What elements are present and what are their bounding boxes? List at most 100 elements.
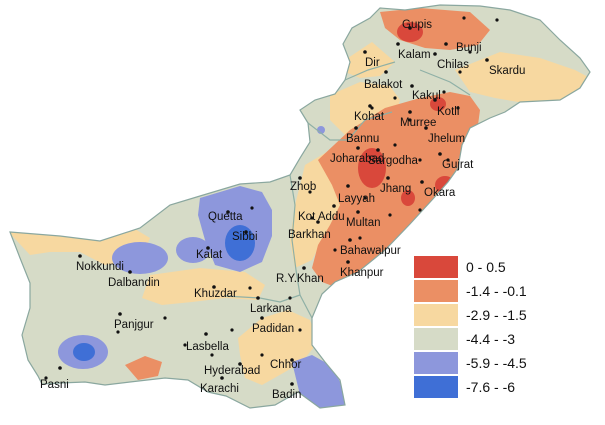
city-layyah: Layyah: [338, 184, 375, 205]
city-dot: [220, 376, 224, 380]
city-label: Panjgur: [114, 319, 154, 331]
legend-swatch: [414, 256, 458, 278]
city-label: Larkana: [250, 303, 292, 315]
city-label: Zhob: [290, 181, 316, 193]
city-bahawalpur: Bahawalpur: [340, 238, 401, 257]
city-dot: [410, 84, 414, 88]
city-kot-addu: Kot Addu: [298, 204, 345, 223]
legend-swatch: [414, 352, 458, 374]
city-dot: [206, 246, 210, 250]
sargodha-red-spot: [358, 148, 386, 188]
city-dot: [260, 316, 264, 320]
legend-swatch: [414, 376, 458, 398]
city-murree: Murree: [400, 110, 436, 129]
city-dir: Dir: [363, 50, 380, 69]
city-dot: [346, 184, 350, 188]
city-label: Chilas: [437, 59, 469, 71]
punjab-orange-region: [312, 92, 480, 288]
city-khanpur: Khanpur: [340, 260, 384, 279]
city-dot: [376, 148, 380, 152]
city-label: Dir: [365, 57, 380, 69]
city-dot: [302, 266, 306, 270]
city-label: Kot Addu: [298, 211, 345, 223]
city-dot: [244, 230, 248, 234]
city-larkana: Larkana: [250, 296, 292, 315]
city-zhob: Zhob: [290, 176, 316, 193]
north-light-orange-band: [345, 42, 395, 78]
city-label: Balakot: [364, 79, 403, 91]
city-dot: [363, 50, 367, 54]
city-skardu: Skardu: [485, 58, 525, 77]
city-dot: [354, 126, 358, 130]
legend-label: -7.6 - -6: [466, 379, 515, 395]
legend-swatch: [414, 304, 458, 326]
city-dot: [128, 270, 132, 274]
city-bannu: Bannu: [346, 126, 379, 145]
city-sibbi: Sibbi: [232, 230, 258, 243]
city-dot: [433, 52, 437, 56]
city-label: Dalbandin: [108, 277, 160, 289]
city-label: Sargodha: [368, 155, 418, 167]
city-dot: [348, 238, 352, 242]
city-kohat: Kohat: [354, 104, 385, 123]
city-khuzdar: Khuzdar: [194, 285, 237, 300]
city-pasni: Pasni: [40, 366, 69, 391]
city-label: Layyah: [338, 193, 375, 205]
city-jhang: Jhang: [380, 176, 411, 195]
city-dot: [408, 110, 412, 114]
city-label: Kalat: [196, 249, 223, 261]
northeast-light-orange-region: [455, 52, 590, 104]
city-label: Khuzdar: [194, 288, 237, 300]
city-badin: Badin: [272, 382, 301, 401]
city-dot: [368, 104, 372, 108]
legend-label: -1.4 - -0.1: [466, 283, 527, 299]
city-label: Kotli: [437, 106, 459, 118]
city-dot: [346, 260, 350, 264]
city-label: Sibbi: [232, 231, 258, 243]
city-dot: [438, 152, 442, 156]
city-dot: [444, 42, 448, 46]
legend-swatch: [414, 280, 458, 302]
city-label: Hyderabad: [204, 365, 260, 377]
city-label: Lasbella: [186, 341, 229, 353]
city-label: Jhelum: [428, 133, 465, 145]
city-multan: Multan: [346, 210, 381, 229]
city-dot: [298, 176, 302, 180]
city-dot: [396, 42, 400, 46]
city-sargodha: Sargodha: [368, 148, 418, 167]
city-label: Murree: [400, 117, 436, 129]
city-dot: [420, 180, 424, 184]
legend: 0 - 0.5-1.4 - -0.1-2.9 - -1.5-4.4 - -3-5…: [411, 252, 569, 406]
city-panjgur: Panjgur: [114, 312, 154, 331]
country-outline: [9, 4, 591, 409]
city-label: Badin: [272, 389, 301, 401]
city-label: Barkhan: [288, 229, 331, 241]
city-gupis: Gupis: [402, 19, 432, 31]
city-quetta: Quetta: [208, 210, 243, 223]
city-label: Nokkundi: [76, 261, 124, 273]
legend-label: -4.4 - -3: [466, 331, 515, 347]
city-barkhan: Barkhan: [288, 220, 331, 241]
city-dot: [386, 176, 390, 180]
city-gujrat: Gujrat: [438, 152, 474, 171]
city-label: Padidan: [252, 323, 294, 335]
city-dot: [290, 382, 294, 386]
city-label: Skardu: [489, 65, 525, 77]
city-label: Bunji: [456, 42, 482, 54]
city-dot: [256, 296, 260, 300]
city-dot: [78, 254, 82, 258]
city-dot: [238, 362, 242, 366]
city-label: R.Y.Khan: [276, 273, 324, 285]
city-dot: [356, 146, 360, 150]
city-label: Khanpur: [340, 267, 384, 279]
city-label: Kalam: [398, 49, 431, 61]
city-dot: [424, 126, 428, 130]
city-bunji: Bunji: [444, 42, 482, 54]
city-dot: [316, 220, 320, 224]
city-label: Karachi: [200, 383, 239, 395]
sibbi-deep-blue-spot: [225, 225, 255, 261]
city-balakot: Balakot: [364, 70, 403, 91]
city-dot: [433, 98, 437, 102]
city-lasbella: Lasbella: [186, 332, 229, 353]
